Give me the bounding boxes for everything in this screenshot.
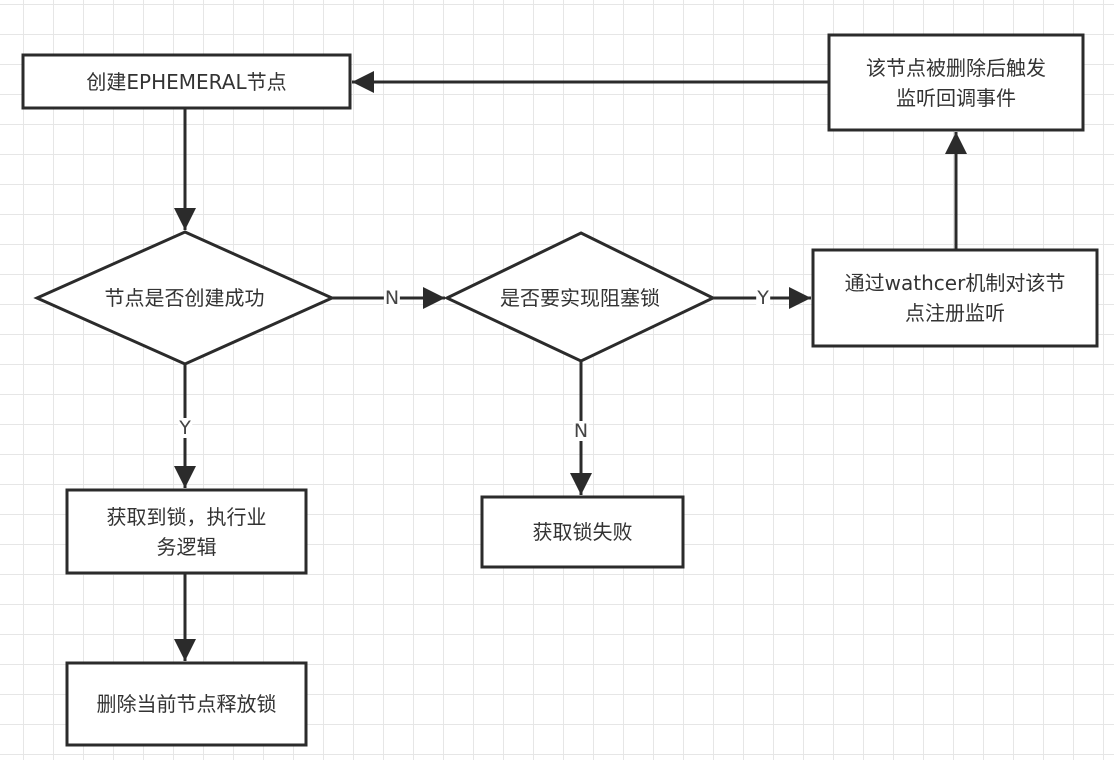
- node-got-lock[interactable]: [65, 488, 308, 575]
- label-need-blocking-decision: 是否要实现阻塞锁: [500, 286, 660, 310]
- edge-label-decision2-yes: Y: [756, 287, 770, 309]
- label-create-ephemeral: 创建EPHEMERAL节点: [86, 69, 287, 94]
- node-release-lock[interactable]: [65, 661, 308, 747]
- node-create-ephemeral[interactable]: [21, 53, 352, 110]
- label-release-lock: 删除当前节点释放锁: [96, 692, 277, 716]
- edge-label-decision2-no: N: [572, 420, 590, 442]
- label-lock-failed: 获取锁失败: [532, 520, 633, 544]
- edge-label-decision1-yes: Y: [178, 417, 192, 439]
- edge-label-decision1-no: N: [383, 287, 401, 309]
- node-on-deleted-callback[interactable]: [827, 33, 1085, 132]
- label-create-success-decision: 节点是否创建成功: [104, 286, 265, 310]
- label-got-lock: 获取到锁，执行业务逻辑: [106, 504, 267, 559]
- label-on-deleted-callback: 该节点被删除后触发监听回调事件: [866, 55, 1046, 110]
- label-register-watch: 通过wathcer机制对该节点注册监听: [844, 271, 1066, 325]
- node-lock-failed[interactable]: [480, 495, 685, 569]
